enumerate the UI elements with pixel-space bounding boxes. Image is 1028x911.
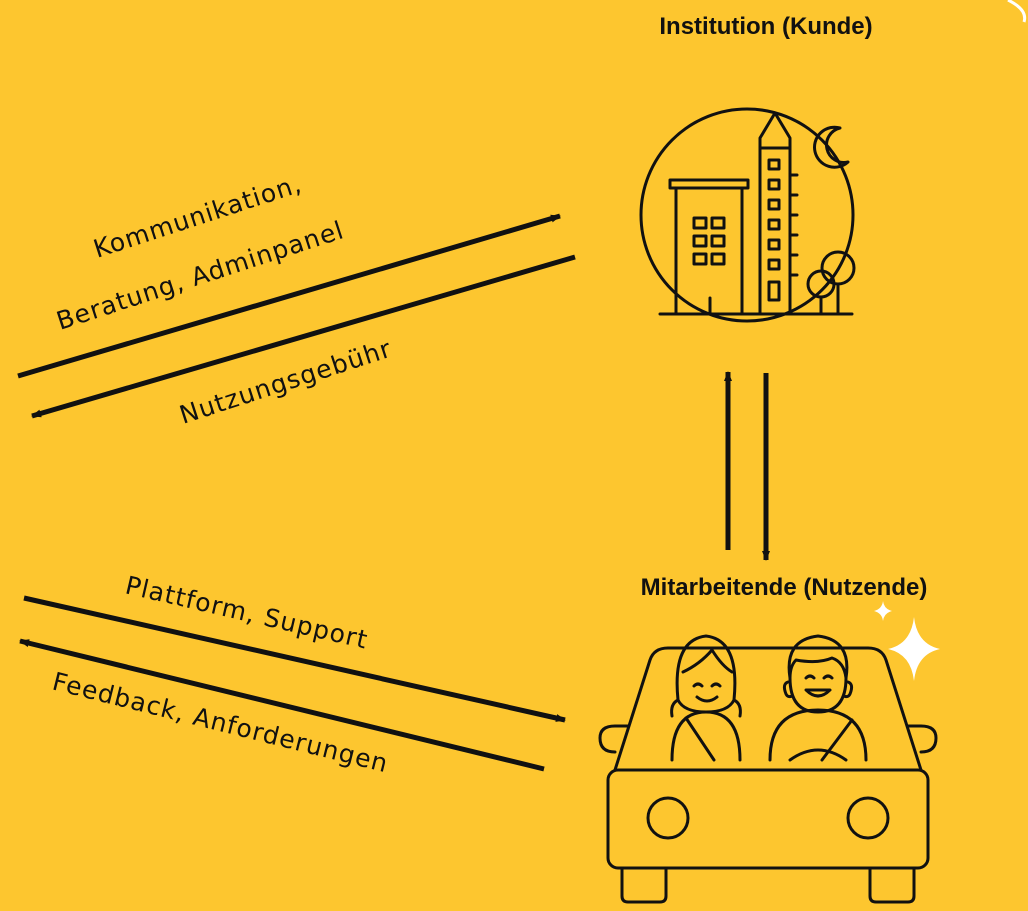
label-nutzungsgebuehr: Nutzungsgebühr (176, 334, 395, 430)
institution-title: Institution (Kunde) (659, 13, 872, 40)
arrow-to-institution (17, 213, 561, 379)
label-plattform-support: Plattform, Support (123, 571, 371, 655)
arrow-to-employees (23, 595, 566, 723)
label-feedback-anforderungen: Feedback, Anforderungen (50, 667, 392, 779)
city-buildings-icon (639, 107, 856, 323)
arrows (17, 213, 770, 772)
employees-title: Mitarbeitende (Nutzende) (641, 574, 928, 601)
car-with-people-icon (598, 634, 938, 904)
corner-arc (1007, 0, 1027, 23)
sparkle-icon (874, 601, 940, 681)
arrow-from-institution (31, 254, 576, 419)
arrow-from-employees (19, 638, 545, 772)
